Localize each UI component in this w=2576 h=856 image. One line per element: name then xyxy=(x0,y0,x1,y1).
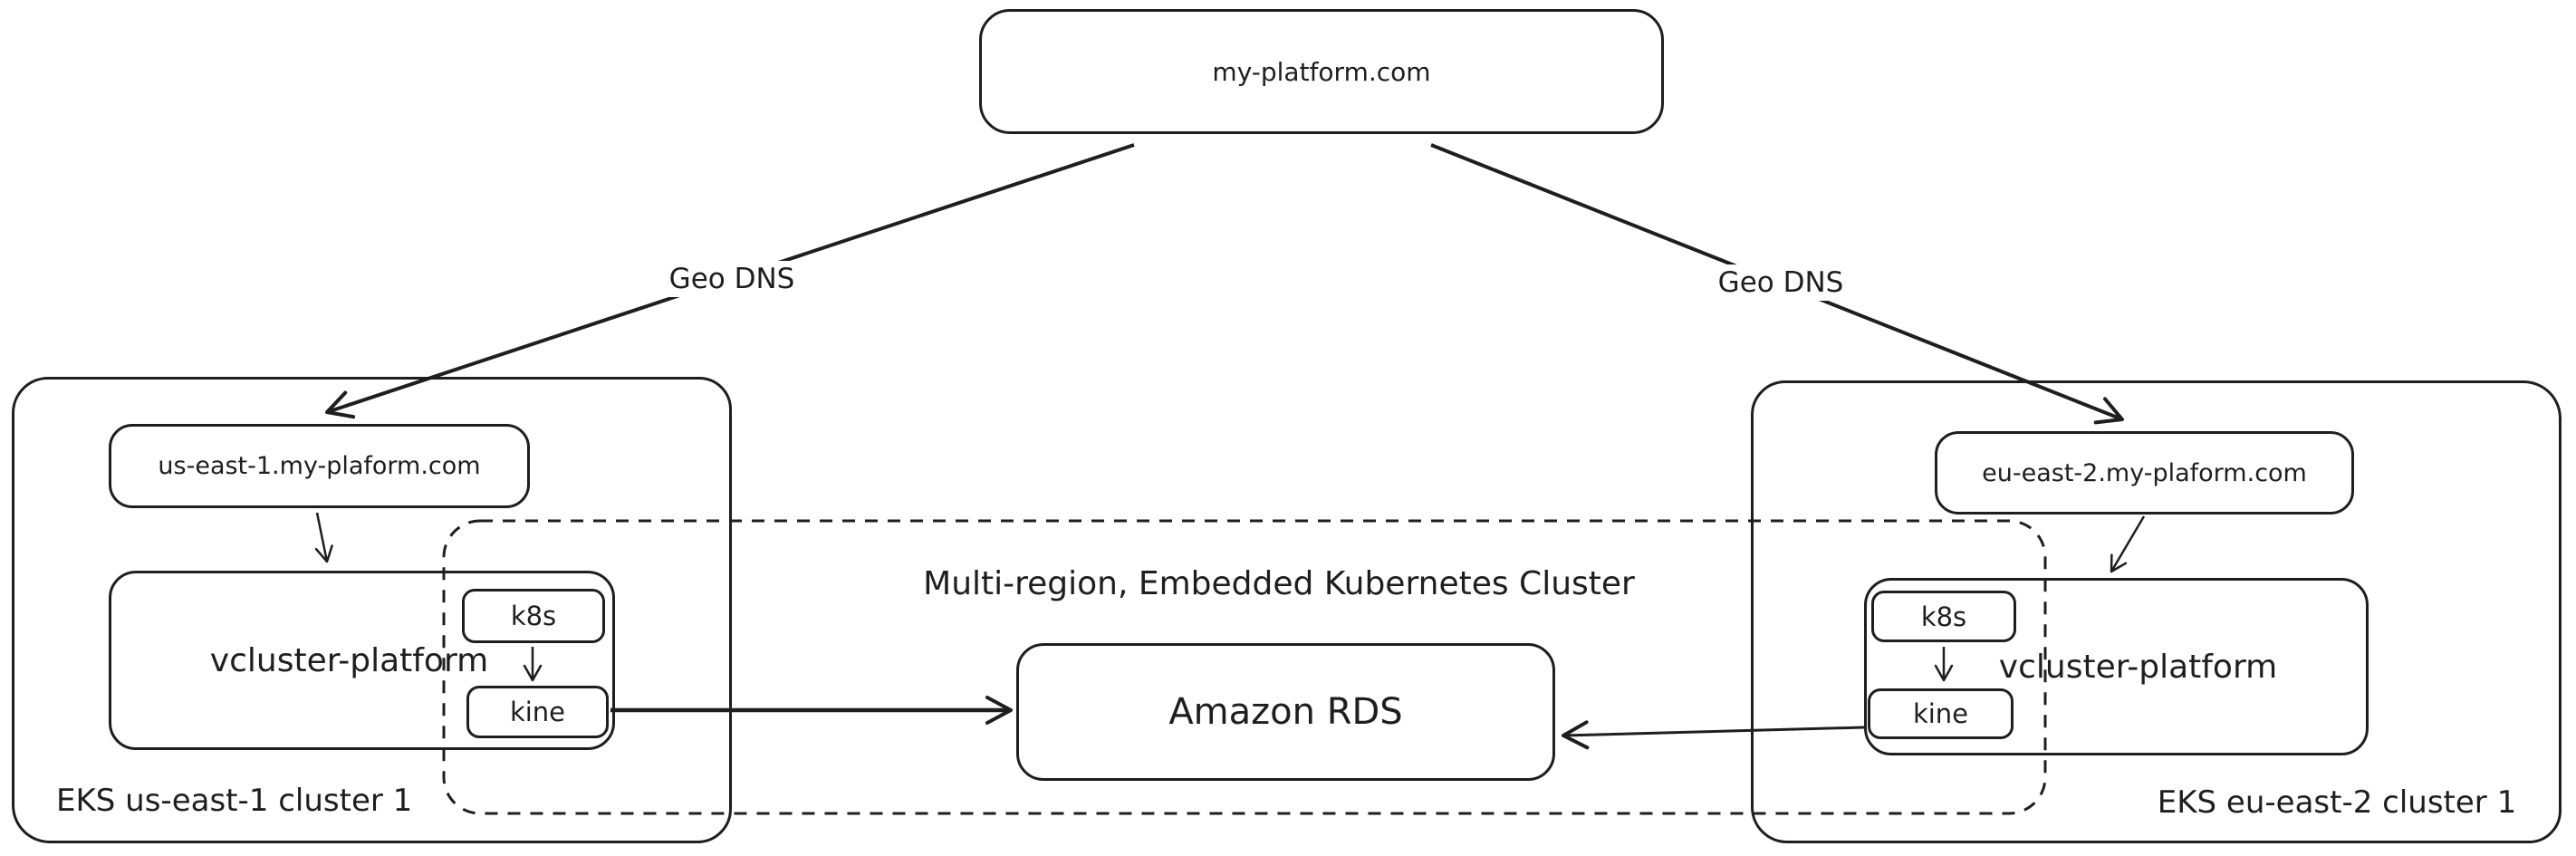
k8s-label-left: k8s xyxy=(510,601,557,631)
kine-box-right: kine xyxy=(1868,688,2014,739)
eu-east-2-dns-box: eu-east-2.my-plaform.com xyxy=(1935,431,2354,515)
geo-dns-label-left: Geo DNS xyxy=(658,261,806,297)
us-east-1-dns-label: us-east-1.my-plaform.com xyxy=(158,452,481,480)
eks-us-east-1-label: EKS us-east-1 cluster 1 xyxy=(56,783,413,819)
eu-east-2-dns-label: eu-east-2.my-plaform.com xyxy=(1982,458,2307,487)
k8s-box-left: k8s xyxy=(462,589,605,643)
k8s-label-right: k8s xyxy=(1920,601,1967,632)
geo-dns-label-right: Geo DNS xyxy=(1706,264,1855,301)
embedded-cluster-title: Multi-region, Embedded Kubernetes Cluste… xyxy=(923,565,1635,602)
root-domain-box: my-platform.com xyxy=(979,9,1664,134)
kine-box-left: kine xyxy=(466,686,609,738)
eks-eu-east-2-label: EKS eu-east-2 cluster 1 xyxy=(2157,784,2517,821)
kine-label-right: kine xyxy=(1912,698,1969,729)
vcluster-platform-label-left: vcluster-platform xyxy=(209,641,489,679)
root-domain-label: my-platform.com xyxy=(1212,56,1431,87)
amazon-rds-box: Amazon RDS xyxy=(1016,643,1555,781)
vcluster-platform-label-right: vcluster-platform xyxy=(1998,648,2278,686)
k8s-box-right: k8s xyxy=(1871,591,2016,642)
us-east-1-dns-box: us-east-1.my-plaform.com xyxy=(109,424,530,508)
amazon-rds-label: Amazon RDS xyxy=(1168,691,1403,733)
kine-label-left: kine xyxy=(509,697,566,727)
